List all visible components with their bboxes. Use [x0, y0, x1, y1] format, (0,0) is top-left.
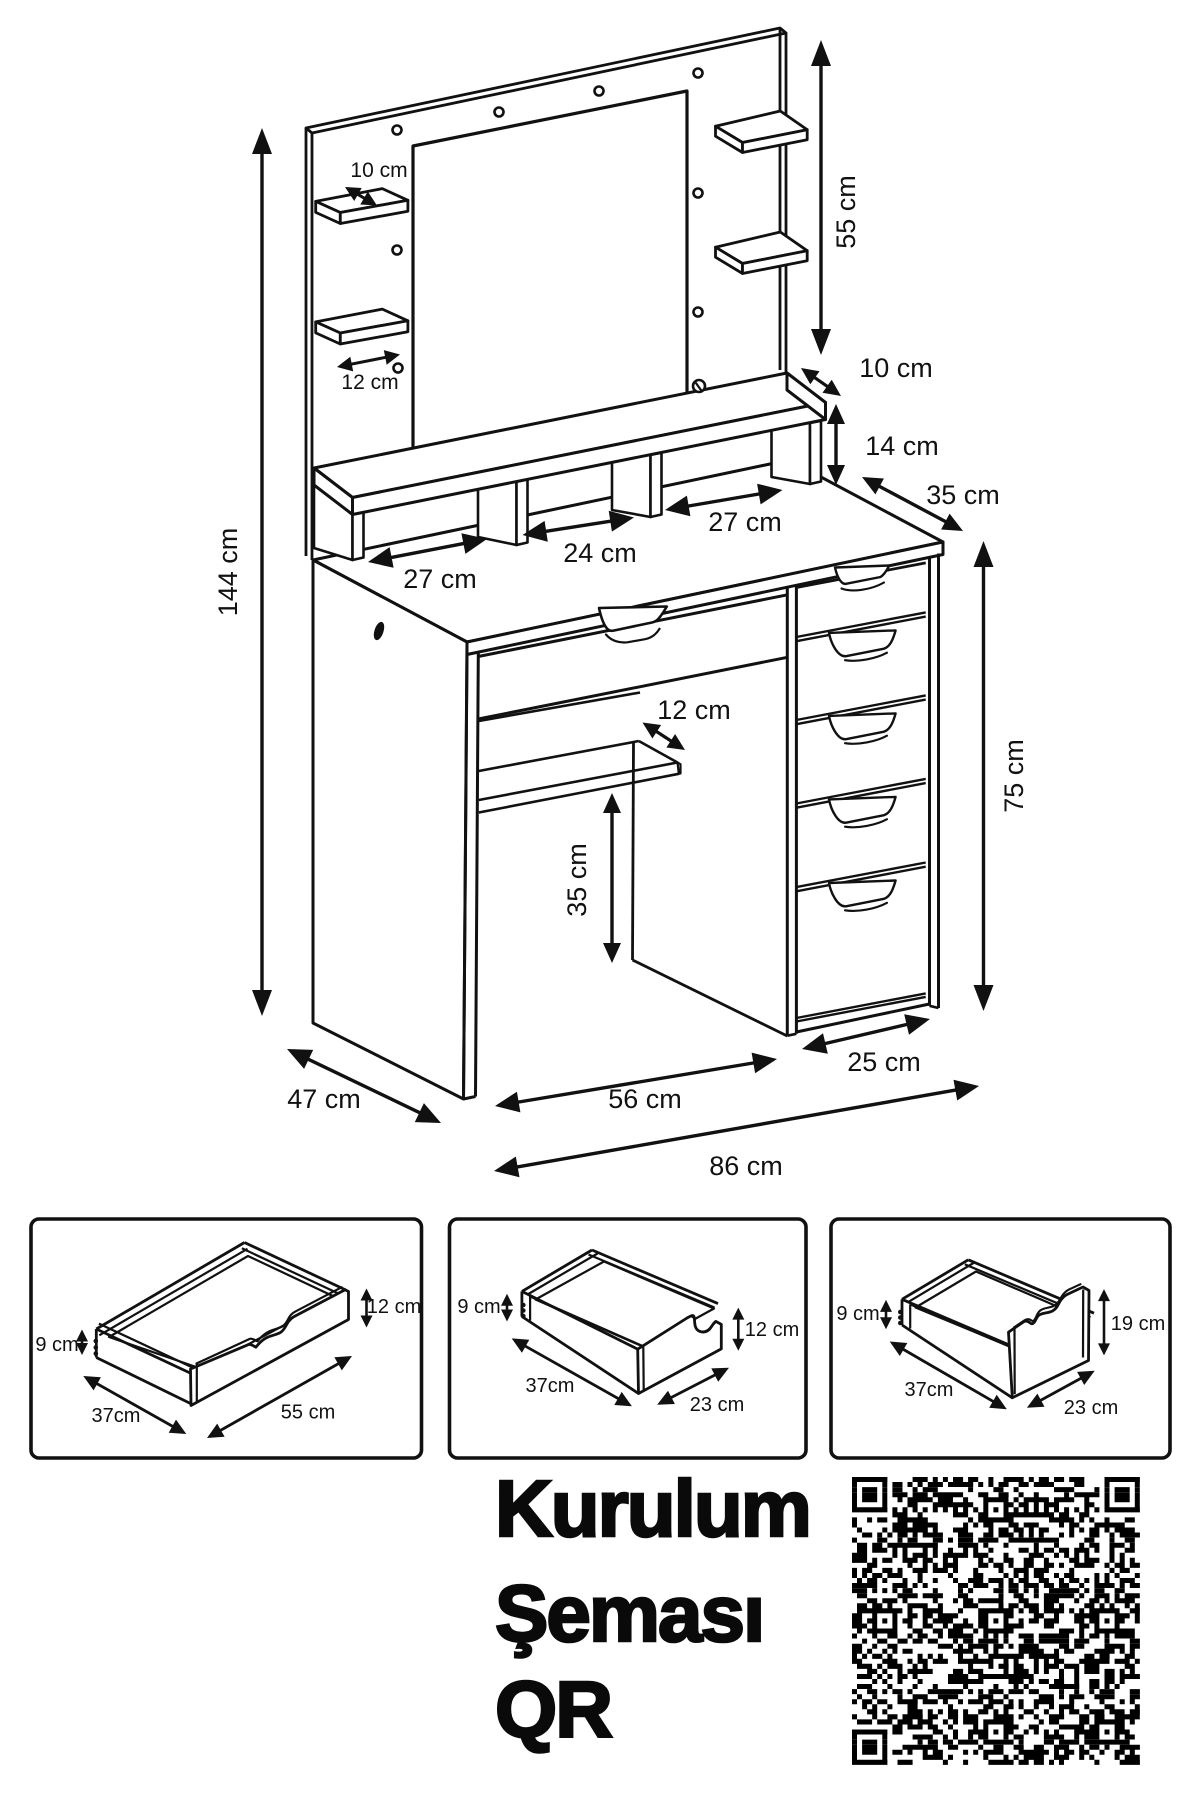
- svg-text:37cm: 37cm: [92, 1405, 141, 1427]
- svg-text:12 cm: 12 cm: [367, 1296, 421, 1318]
- svg-text:55 cm: 55 cm: [831, 175, 861, 249]
- svg-text:23 cm: 23 cm: [690, 1394, 744, 1416]
- svg-text:37cm: 37cm: [526, 1375, 575, 1397]
- svg-text:47 cm: 47 cm: [287, 1084, 361, 1114]
- svg-text:27 cm: 27 cm: [403, 564, 477, 594]
- svg-text:86 cm: 86 cm: [709, 1151, 783, 1181]
- svg-text:9 cm: 9 cm: [35, 1334, 78, 1356]
- svg-text:12 cm: 12 cm: [745, 1319, 799, 1341]
- svg-text:55 cm: 55 cm: [281, 1402, 335, 1424]
- svg-text:23 cm: 23 cm: [1064, 1397, 1118, 1419]
- svg-text:19 cm: 19 cm: [1111, 1313, 1165, 1335]
- svg-text:10 cm: 10 cm: [859, 353, 933, 383]
- svg-text:14 cm: 14 cm: [865, 431, 939, 461]
- svg-text:37cm: 37cm: [905, 1379, 954, 1401]
- svg-text:Kurulum: Kurulum: [495, 1464, 810, 1553]
- svg-text:QR: QR: [495, 1665, 612, 1754]
- svg-text:25 cm: 25 cm: [847, 1047, 921, 1077]
- svg-text:35 cm: 35 cm: [562, 843, 592, 917]
- svg-text:24 cm: 24 cm: [563, 538, 637, 568]
- svg-text:75 cm: 75 cm: [999, 739, 1029, 813]
- svg-text:10 cm: 10 cm: [350, 159, 407, 182]
- svg-text:12 cm: 12 cm: [341, 371, 398, 394]
- svg-text:35 cm: 35 cm: [926, 480, 1000, 510]
- svg-text:9 cm: 9 cm: [457, 1296, 500, 1318]
- svg-text:12 cm: 12 cm: [657, 695, 731, 725]
- svg-text:Şeması: Şeması: [495, 1569, 763, 1658]
- svg-text:144 cm: 144 cm: [213, 528, 243, 617]
- svg-text:27 cm: 27 cm: [708, 507, 782, 537]
- svg-text:9 cm: 9 cm: [836, 1303, 879, 1325]
- svg-text:56 cm: 56 cm: [608, 1084, 682, 1114]
